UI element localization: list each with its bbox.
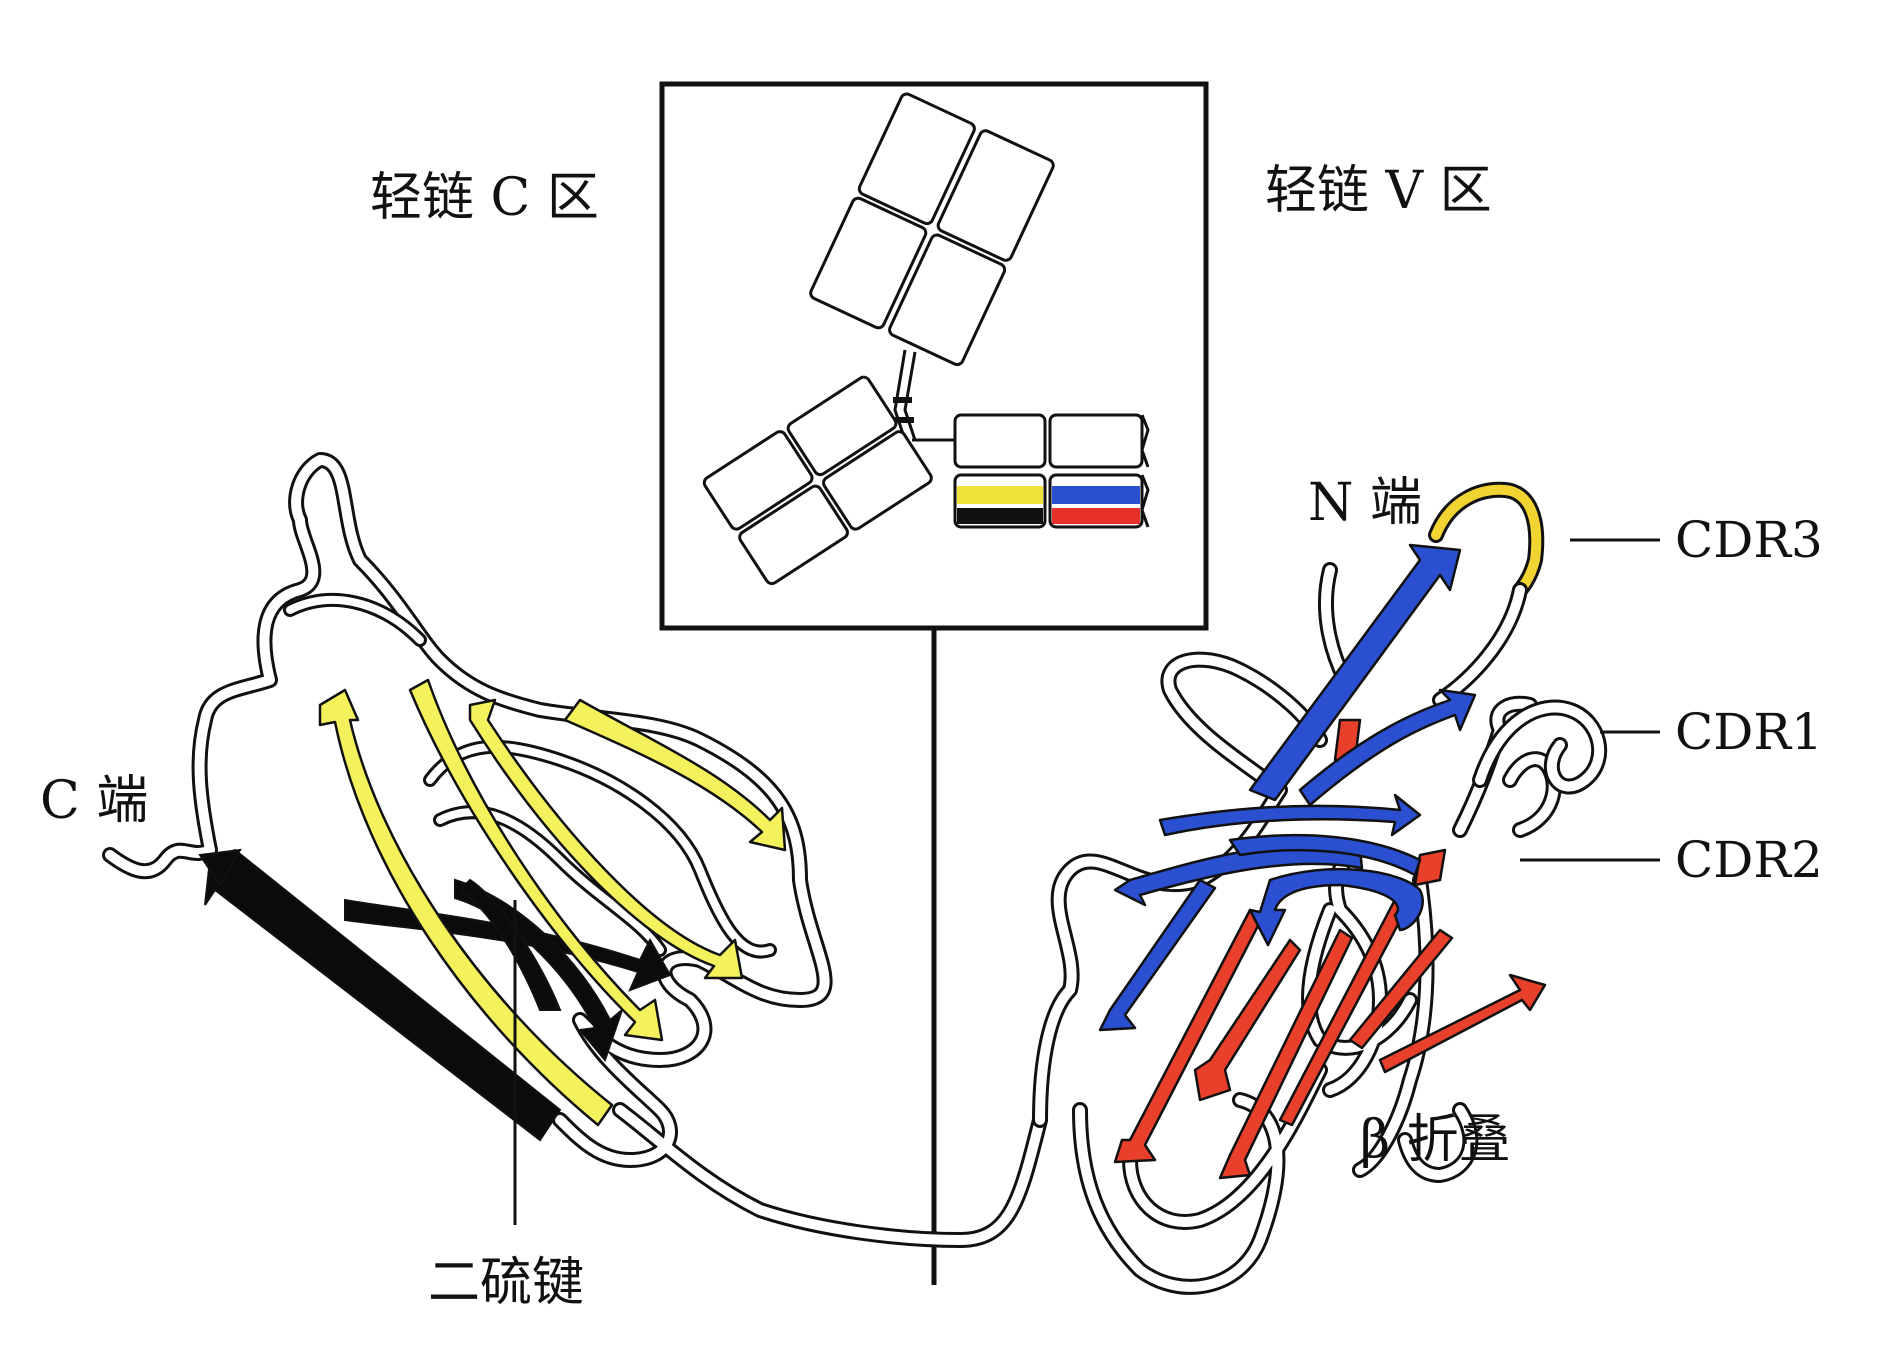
beta-sheet-label: β 折叠 [1360,1110,1511,1170]
blue-strands [1098,543,1477,1032]
light-chain-v-region-label: 轻链 V 区 [1265,161,1492,221]
v-domain-structure [1032,481,1608,1295]
red-strands [1113,718,1547,1180]
n-terminus-label: N 端 [1308,473,1422,533]
cdr2-label: CDR2 [1675,831,1823,889]
cdr3-label: CDR3 [1675,511,1823,569]
disulfide-bond-label: 二硫键 [428,1253,584,1313]
upper-fab-arm [809,92,1055,367]
c-domain-structure [102,452,1048,1248]
right-fab-arm [912,413,1150,529]
cdr1-label: CDR1 [1675,703,1823,761]
labels: 轻链 C 区 轻链 V 区 N 端 C 端 二硫键 β 折叠 CDR3 CDR1… [40,161,1823,1313]
light-chain-c-region-label: 轻链 C 区 [370,168,599,228]
c-terminus-label: C 端 [40,771,148,831]
yellow-strands [318,678,787,1127]
hinge [893,349,917,441]
lower-fc-arm [702,375,933,586]
antibody-inset [659,81,1209,1285]
